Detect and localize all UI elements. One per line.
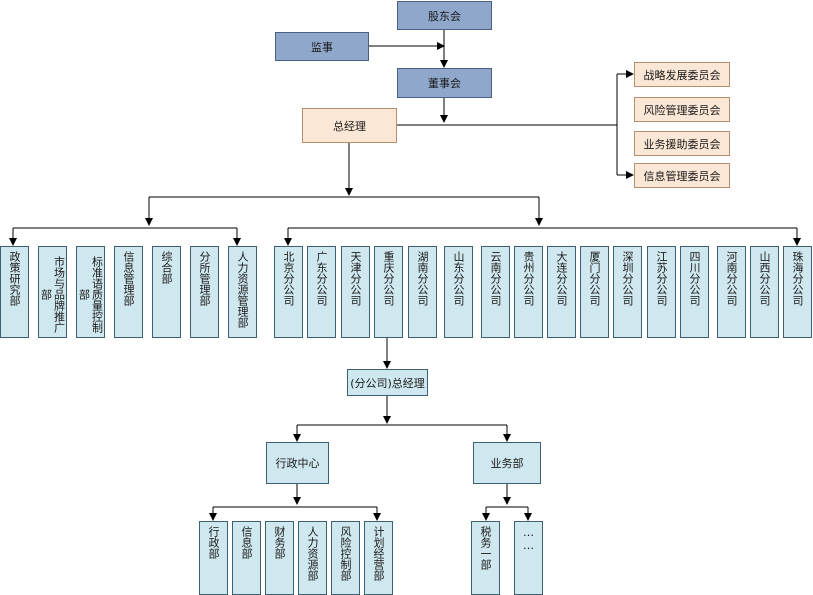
department-box: 信息管理部 (114, 246, 143, 338)
department-label: 信息管理部 (122, 251, 135, 306)
branch-label: 广东分公司 (315, 251, 328, 306)
business-unit-label: …… (522, 526, 535, 552)
branch-label: 深圳分公司 (621, 251, 634, 306)
branch-general-manager-box: (分公司)总经理 (347, 369, 428, 396)
business-department-box: 业务部 (473, 442, 541, 484)
board-box: 董事会 (397, 68, 492, 98)
branch-label: 山东分公司 (452, 251, 465, 306)
admin-unit-label: 行政部 (207, 526, 220, 559)
department-box: 综合部 (152, 246, 181, 338)
branch-box: 湖南分公司 (408, 246, 437, 338)
branch-box: 四川分公司 (680, 246, 709, 338)
branch-label: 湖南分公司 (416, 251, 429, 306)
branch-label: 天津分公司 (349, 251, 362, 306)
branch-label: 厦门分公司 (588, 251, 601, 306)
admin-unit-label: 人力资源部 (306, 526, 319, 581)
general-manager-label: 总经理 (333, 119, 366, 133)
admin-unit-label: 风险控制部 (339, 526, 352, 581)
admin-unit-label: 计划经营部 (372, 526, 385, 581)
department-label: 标准语质量控制部 (77, 255, 104, 333)
committee-label: 战略发展委员会 (643, 68, 721, 82)
branch-label: 江苏分公司 (655, 251, 668, 306)
admin-center-box: 行政中心 (266, 442, 329, 484)
branch-box: 贵州分公司 (514, 246, 543, 338)
admin-unit-box: 信息部 (232, 521, 261, 595)
branch-label: 云南分公司 (489, 251, 502, 306)
department-label: 人力资源管理部 (236, 251, 249, 328)
committee-label: 风险管理委员会 (643, 103, 721, 117)
business-unit-label: 税务一部 (479, 526, 492, 570)
admin-unit-box: 风险控制部 (331, 521, 360, 595)
admin-unit-label: 信息部 (240, 526, 253, 559)
branch-box: 山东分公司 (444, 246, 473, 338)
branch-label: 重庆分公司 (382, 251, 395, 306)
admin-unit-box: 行政部 (199, 521, 228, 595)
general-manager-box: 总经理 (302, 108, 397, 143)
department-box: 市场与品牌推广部 (38, 246, 67, 338)
branch-label: 珠海分公司 (791, 251, 804, 306)
admin-unit-box: 计划经营部 (364, 521, 393, 595)
business-unit-box: 税务一部 (471, 521, 500, 595)
department-box: 政策研究部 (0, 246, 29, 338)
branch-box: 珠海分公司 (783, 246, 812, 338)
branch-label: 山西分公司 (758, 251, 771, 306)
admin-unit-label: 财务部 (273, 526, 286, 559)
branch-label: 河南分公司 (725, 251, 738, 306)
supervisors-box: 监事 (275, 32, 369, 61)
department-box: 人力资源管理部 (228, 246, 257, 338)
branch-box: 大连分公司 (547, 246, 576, 338)
branch-box: 山西分公司 (750, 246, 779, 338)
department-box: 标准语质量控制部 (76, 246, 105, 338)
shareholders-box: 股东会 (397, 1, 492, 30)
branch-label: 大连分公司 (555, 251, 568, 306)
branch-box: 江苏分公司 (647, 246, 676, 338)
branch-box: 重庆分公司 (374, 246, 403, 338)
committee-box: 战略发展委员会 (634, 62, 730, 87)
branch-box: 厦门分公司 (580, 246, 609, 338)
business-unit-box: …… (514, 521, 543, 595)
supervisors-label: 监事 (311, 40, 333, 54)
board-label: 董事会 (428, 77, 461, 90)
branch-box: 天津分公司 (341, 246, 370, 338)
department-label: 政策研究部 (8, 251, 21, 306)
shareholders-label: 股东会 (428, 9, 461, 23)
admin-unit-box: 人力资源部 (298, 521, 327, 595)
committee-box: 业务援助委员会 (634, 131, 730, 156)
branch-box: 深圳分公司 (613, 246, 642, 338)
department-label: 综合部 (160, 251, 173, 284)
branch-label: 贵州分公司 (522, 251, 535, 306)
committee-label: 信息管理委员会 (643, 169, 721, 183)
committee-box: 信息管理委员会 (634, 163, 730, 188)
department-box: 分所管理部 (190, 246, 219, 338)
branch-label: 四川分公司 (688, 251, 701, 306)
business-department-label: 业务部 (490, 457, 524, 470)
department-label: 分所管理部 (198, 251, 211, 306)
branch-general-manager-label: (分公司)总经理 (350, 376, 425, 390)
committee-label: 业务援助委员会 (643, 137, 721, 151)
department-label: 市场与品牌推广部 (39, 255, 66, 333)
admin-center-label: 行政中心 (275, 457, 320, 470)
branch-box: 广东分公司 (307, 246, 336, 338)
branch-label: 北京分公司 (282, 251, 295, 306)
branch-box: 云南分公司 (481, 246, 510, 338)
admin-unit-box: 财务部 (265, 521, 294, 595)
committee-box: 风险管理委员会 (634, 97, 730, 122)
branch-box: 北京分公司 (274, 246, 303, 338)
branch-box: 河南分公司 (717, 246, 746, 338)
